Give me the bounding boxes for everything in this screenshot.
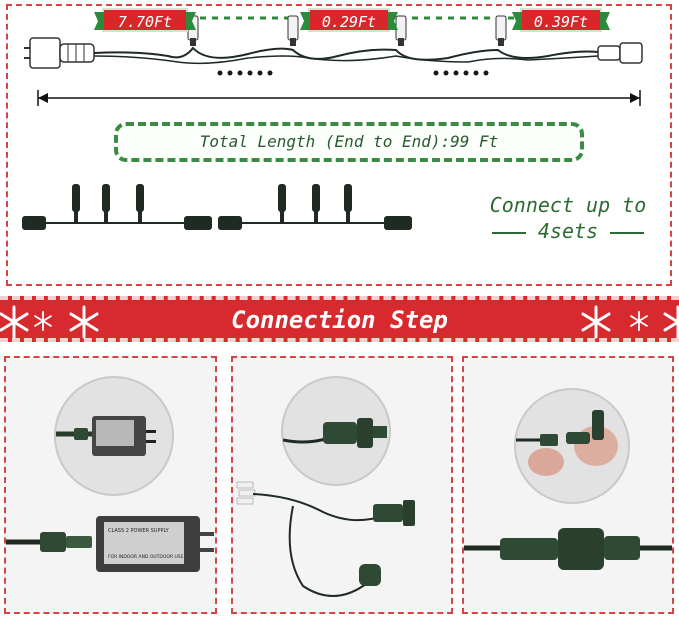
bulb-socket-icon	[495, 15, 507, 46]
power-adapter-icon	[24, 37, 95, 69]
snowflake-icon	[630, 310, 648, 332]
segment-length-first: 7.70Ft	[117, 13, 173, 31]
snowflake-icon	[0, 305, 29, 339]
connected-string-set	[218, 184, 412, 230]
cable-wire	[93, 46, 599, 61]
bulb-socket-icon	[395, 15, 407, 46]
step-photo-plug-connector	[231, 356, 453, 614]
power-adapter-icon: CLASS 2 POWER SUPPLY FOR INDOOR AND OUTD…	[6, 516, 214, 572]
adapter-label-line1: CLASS 2 POWER SUPPLY	[108, 528, 170, 534]
snowflake-icon	[34, 310, 52, 332]
step-photo-power-adapter: CLASS 2 POWER SUPPLY FOR INDOOR AND OUTD…	[4, 356, 217, 614]
snowflake-icon	[581, 305, 611, 339]
zoom-circle	[281, 376, 391, 486]
banner-title: Connection Step	[231, 306, 448, 334]
adapter-label-line2: FOR INDOOR AND OUTDOOR USE	[108, 554, 184, 560]
power-adapter-icon	[56, 416, 156, 456]
underline-left	[491, 231, 526, 234]
cable-wire	[93, 55, 599, 65]
light-string-diagram: 7.70Ft 0.29Ft 0.39Ft Total Length (End t…	[6, 4, 672, 286]
connected-string-set	[22, 184, 212, 230]
bulb-socket-icon	[287, 15, 299, 46]
wire-tangle-icon	[236, 481, 415, 597]
zoom-circle	[54, 376, 174, 496]
snowflake-icon	[69, 305, 99, 339]
total-length-box: Total Length (End to End):99 Ft	[114, 122, 584, 162]
hands-connecting-icon	[516, 410, 618, 476]
underline-right	[610, 231, 645, 234]
connect-sets-count: 4sets	[537, 219, 599, 243]
step-photo-connecting	[462, 356, 674, 614]
segment-length-between: 0.29Ft	[321, 13, 377, 31]
segment-length-label: 7.70Ft	[94, 8, 196, 32]
connector-icon	[464, 528, 672, 570]
segment-length-last: 0.39Ft	[533, 13, 589, 31]
total-length-text: Total Length (End to End):99 Ft	[199, 132, 499, 151]
end-connector-icon	[597, 42, 643, 64]
string-cable-drawing	[22, 15, 643, 230]
connection-step-banner: Connection Step	[0, 296, 679, 342]
zoom-circle	[514, 388, 630, 504]
connect-note: Connect up to 4sets	[463, 192, 673, 244]
segment-length-label: 0.39Ft	[512, 8, 610, 32]
dimension-arrow	[37, 90, 641, 106]
snowflake-icon	[663, 305, 679, 339]
connector-icon	[282, 418, 387, 448]
ellipsis-dots	[217, 70, 489, 76]
connect-line-2: 4sets	[463, 218, 673, 244]
segment-length-label: 0.29Ft	[300, 8, 398, 32]
connect-line-1: Connect up to	[489, 193, 647, 217]
